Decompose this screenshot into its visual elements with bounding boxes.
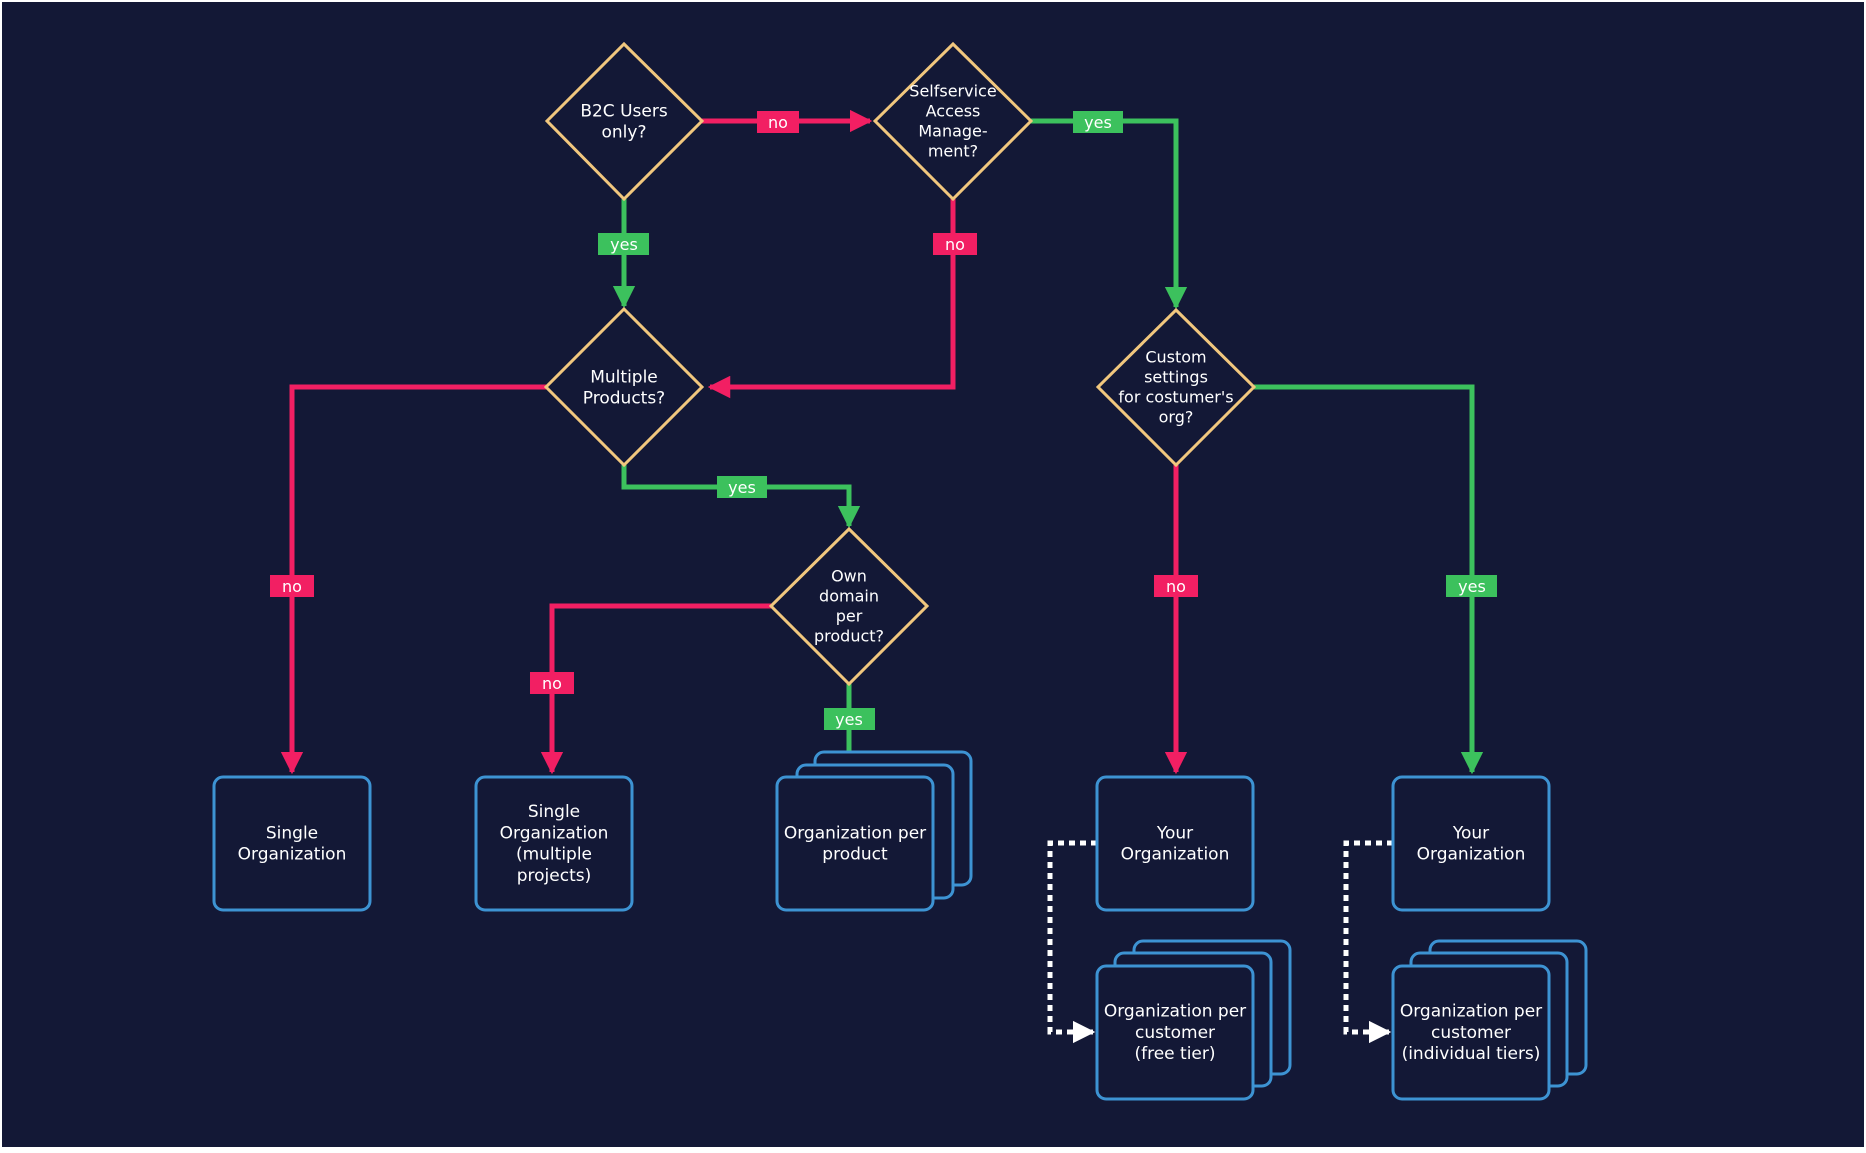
edge-multiple-to-single: no — [270, 384, 546, 775]
edge-label-b2c-to-selfservice: no — [768, 113, 788, 132]
edge-multiple-to-domain: yes — [621, 465, 861, 529]
edge-label-bg — [824, 708, 875, 730]
edge-domain-to-single-multi: no — [530, 603, 771, 775]
edge-label-multiple-to-single: no — [282, 577, 302, 596]
edge-label-bg — [757, 111, 799, 133]
edge-label-domain-to-org-per-product: yes — [835, 710, 863, 729]
dotted-connector-individual-tiers — [1343, 840, 1393, 1044]
edge-label-bg — [270, 575, 314, 597]
edge-label-domain-to-single-multi: no — [542, 674, 562, 693]
edge-selfservice-to-multiple: no — [707, 199, 977, 399]
edge-label-b2c-to-multiple: yes — [610, 235, 638, 254]
edge-b2c-to-multiple: yes — [598, 199, 649, 309]
edge-domain-to-org-per-product: yes — [824, 684, 875, 775]
edge-b2c-to-selfservice: no — [702, 109, 873, 133]
edge-label-selfservice-to-multiple: no — [945, 235, 965, 254]
edge-label-bg — [530, 672, 574, 694]
edge-label-bg — [1073, 111, 1123, 133]
edge-custom-to-your-org-1: no — [1154, 465, 1198, 775]
edge-label-multiple-to-domain: yes — [728, 478, 756, 497]
edge-label-bg — [933, 233, 977, 255]
edge-label-bg — [598, 233, 649, 255]
edge-label-selfservice-to-custom: yes — [1084, 113, 1112, 132]
edge-custom-to-your-org-2: yes — [1254, 384, 1497, 775]
edge-label-custom-to-your-org-1: no — [1166, 577, 1186, 596]
edge-label-custom-to-your-org-2: yes — [1458, 577, 1486, 596]
dotted-connector-free-tier — [1047, 840, 1097, 1044]
edge-label-bg — [1446, 575, 1497, 597]
edge-label-bg — [717, 476, 767, 498]
edge-label-bg — [1154, 575, 1198, 597]
edge-selfservice-to-custom: yes — [1031, 111, 1188, 310]
